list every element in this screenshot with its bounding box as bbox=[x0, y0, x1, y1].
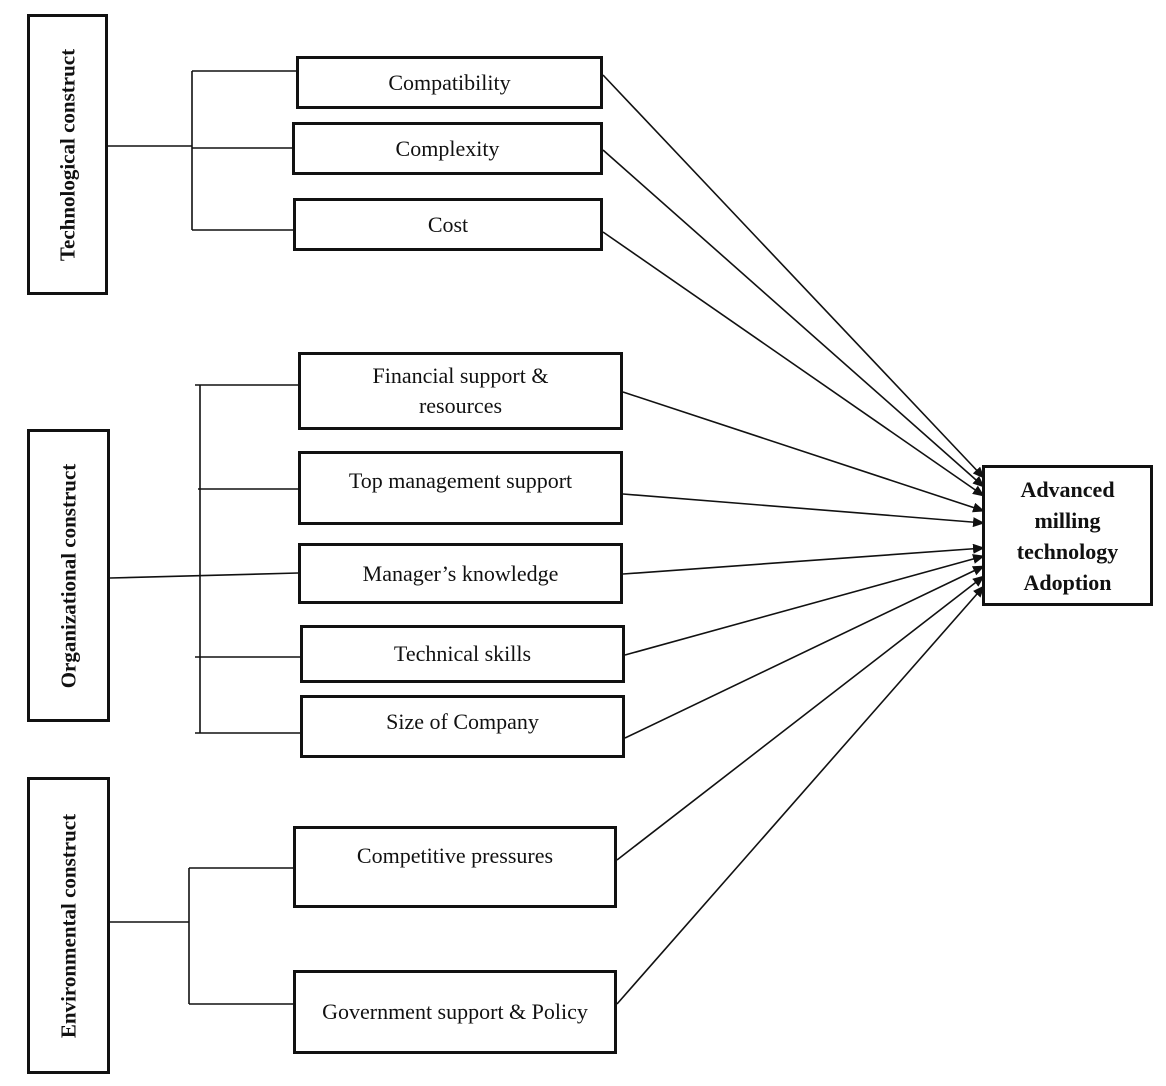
factor-managers-knowledge: Manager’s knowledge bbox=[298, 543, 623, 604]
factor-technical-skills: Technical skills bbox=[300, 625, 625, 683]
factor-managers-knowledge-label: Manager’s knowledge bbox=[362, 560, 559, 586]
factor-competitive-pressures-label: Competitive pressures bbox=[356, 843, 554, 868]
construct-technological: Technological construct bbox=[27, 14, 108, 295]
factor-financial-support-label: Financial support & resources bbox=[372, 363, 549, 418]
factor-competitive-pressures: Competitive pressures bbox=[293, 826, 617, 908]
factor-complexity-label: Complexity bbox=[395, 135, 500, 161]
factor-compatibility: Compatibility bbox=[296, 56, 603, 109]
arrow-cost bbox=[602, 231, 985, 497]
arrow-government-support bbox=[616, 585, 985, 1005]
factor-size-of-company-label: Size of Company bbox=[386, 709, 539, 734]
construct-organizational-label: Organizational construct bbox=[56, 463, 80, 688]
factor-compatibility-label: Compatibility bbox=[388, 69, 511, 95]
construct-environmental: Environmental construct bbox=[27, 777, 110, 1074]
factor-cost-label: Cost bbox=[427, 211, 469, 237]
arrow-compatibility bbox=[602, 74, 985, 479]
arrow-top-management-support bbox=[622, 493, 985, 528]
arrow-competitive-pressures bbox=[616, 575, 985, 861]
bracket-organizational-stem bbox=[109, 572, 299, 579]
arrow-complexity bbox=[602, 149, 985, 488]
factor-government-support: Government support & Policy bbox=[293, 970, 617, 1054]
outcome-label: Advanced milling technology Adoption bbox=[1016, 476, 1119, 595]
factor-financial-support: Financial support & resources bbox=[298, 352, 623, 430]
factor-complexity: Complexity bbox=[292, 122, 603, 175]
factor-technical-skills-label: Technical skills bbox=[393, 641, 532, 666]
construct-technological-label: Technological construct bbox=[55, 48, 79, 261]
arrow-managers-knowledge bbox=[622, 543, 985, 575]
factor-top-management-support: Top management support bbox=[298, 451, 623, 525]
construct-environmental-label: Environmental construct bbox=[56, 813, 80, 1038]
factor-size-of-company: Size of Company bbox=[300, 695, 625, 758]
construct-organizational: Organizational construct bbox=[27, 429, 110, 722]
outcome-box: Advanced milling technology Adoption bbox=[982, 465, 1153, 606]
arrow-financial-support bbox=[622, 391, 985, 513]
arrow-technical-skills bbox=[624, 554, 985, 656]
factor-government-support-label: Government support & Policy bbox=[322, 999, 588, 1024]
arrow-size-of-company bbox=[624, 565, 985, 739]
factor-top-management-support-label: Top management support bbox=[348, 468, 573, 493]
factor-cost: Cost bbox=[293, 198, 603, 251]
